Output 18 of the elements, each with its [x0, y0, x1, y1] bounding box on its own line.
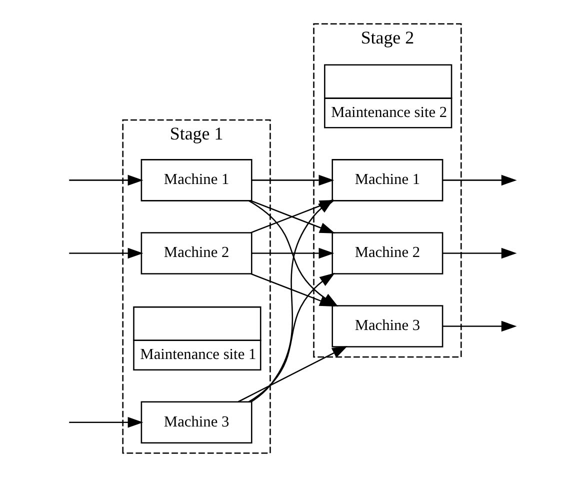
node-box: Machine 2 — [331, 232, 443, 274]
arrow — [251, 248, 334, 259]
arrow — [248, 272, 334, 402]
node-box: Machine 3 — [331, 305, 443, 348]
arrow — [442, 320, 516, 332]
arrow — [68, 248, 143, 259]
node-box: Machine 1 — [331, 159, 443, 202]
node-box: Machine 1 — [140, 159, 252, 202]
arrow — [442, 174, 516, 186]
arrow — [250, 273, 335, 306]
arrow — [68, 174, 143, 186]
arrow — [442, 248, 516, 259]
node-box: Machine 3 — [140, 401, 252, 444]
arrow — [251, 174, 334, 186]
arrow — [250, 199, 334, 402]
arrow — [237, 346, 348, 402]
arrow — [68, 416, 143, 428]
node-box: Machine 2 — [140, 232, 252, 274]
